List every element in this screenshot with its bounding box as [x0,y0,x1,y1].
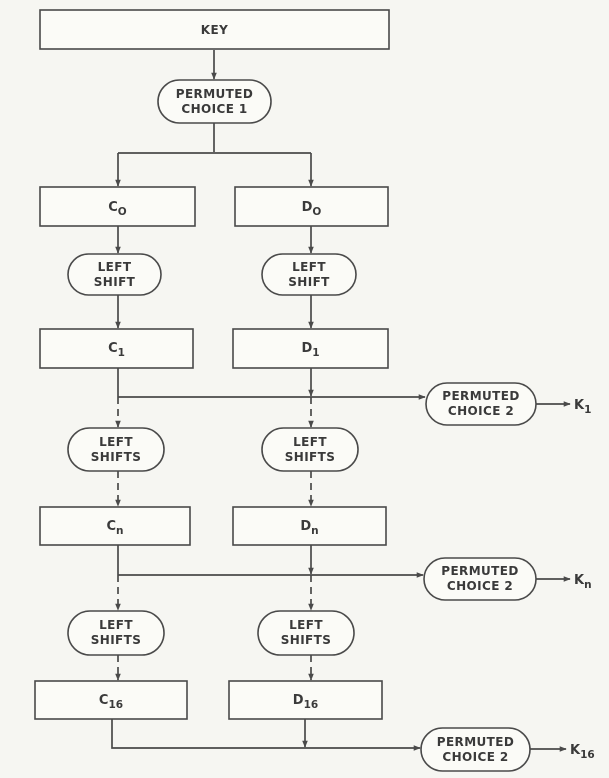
permuted-choice-1: PERMUTED CHOICE 1 [157,79,272,124]
subkey-k16: K16 [570,743,595,761]
svg-text:D16: D16 [293,693,318,711]
left-shifts-c: LEFT SHIFTS [67,427,165,472]
pc1-line1: PERMUTED [176,87,253,101]
register-dn: Dn [232,506,387,546]
left-shifts-c-line2: SHIFTS [91,450,142,464]
pc2-kn-line1: PERMUTED [441,564,518,578]
c16-subscript: 16 [108,699,123,711]
svg-text:DO: DO [302,200,322,218]
pc2-k1-line1: PERMUTED [442,389,519,403]
d1-base: D [301,341,312,356]
kn-subscript: n [584,579,591,591]
left-shift-d-line1: LEFT [292,260,326,274]
dn-base: D [300,519,311,534]
left-shifts-c2-line2: SHIFTS [91,633,142,647]
svg-text:Dn: Dn [300,519,318,537]
left-shift-c-line2: SHIFT [94,275,136,289]
arrow-to-pc2-16 [111,719,421,751]
dn-subscript: n [311,525,318,537]
register-cn: Cn [39,506,191,546]
register-d16: D16 [228,680,383,720]
subkey-k1: K1 [574,398,591,416]
left-shifts-c-2: LEFT SHIFTS [67,610,165,656]
kn-base: K [574,573,585,588]
d16-base: D [293,693,304,708]
left-shift-d: LEFT SHIFT [261,253,357,296]
d0-subscript: O [312,206,321,218]
svg-text:D1: D1 [301,341,319,359]
k1-base: K [574,398,585,413]
left-shifts-c-line1: LEFT [99,435,133,449]
k16-base: K [570,743,581,758]
d1-subscript: 1 [312,347,319,359]
k16-subscript: 16 [580,749,595,761]
pc2-k1-line2: CHOICE 2 [448,404,514,418]
k1-subscript: 1 [584,404,591,416]
left-shifts-d-2: LEFT SHIFTS [257,610,355,656]
subkey-kn: Kn [574,573,592,591]
left-shifts-c2-line1: LEFT [99,618,133,632]
left-shifts-d-line2: SHIFTS [285,450,336,464]
d0-base: D [302,200,313,215]
pc2-k16-line1: PERMUTED [437,735,514,749]
left-shift-c: LEFT SHIFT [67,253,162,296]
svg-text:Cn: Cn [106,519,123,537]
pc2-k16-line2: CHOICE 2 [442,750,508,764]
d16-subscript: 16 [304,699,319,711]
left-shifts-d: LEFT SHIFTS [261,427,359,472]
svg-text:C16: C16 [99,693,123,711]
pc2-kn-line2: CHOICE 2 [447,579,513,593]
svg-text:C1: C1 [108,341,125,359]
c16-base: C [99,693,109,708]
cn-subscript: n [116,525,123,537]
svg-text:CO: CO [108,200,127,218]
key-box: KEY [39,9,390,50]
register-c16: C16 [34,680,188,720]
cn-base: C [106,519,116,534]
register-d0: DO [234,186,389,227]
register-c1: C1 [39,328,194,369]
permuted-choice-2-k1: PERMUTED CHOICE 2 [425,382,537,426]
left-shift-c-line1: LEFT [98,260,132,274]
register-d1: D1 [232,328,389,369]
c1-base: C [108,341,118,356]
left-shifts-d2-line2: SHIFTS [281,633,332,647]
permuted-choice-2-kn: PERMUTED CHOICE 2 [423,557,537,601]
c1-subscript: 1 [118,347,125,359]
c0-subscript: O [118,206,127,218]
left-shift-d-line2: SHIFT [288,275,330,289]
key-label: KEY [201,23,228,37]
permuted-choice-2-k16: PERMUTED CHOICE 2 [420,727,531,772]
connectors [111,50,571,752]
pc1-line2: CHOICE 1 [181,102,247,116]
left-shifts-d2-line1: LEFT [289,618,323,632]
left-shifts-d-line1: LEFT [293,435,327,449]
register-c0: CO [39,186,196,227]
c0-base: C [108,200,118,215]
